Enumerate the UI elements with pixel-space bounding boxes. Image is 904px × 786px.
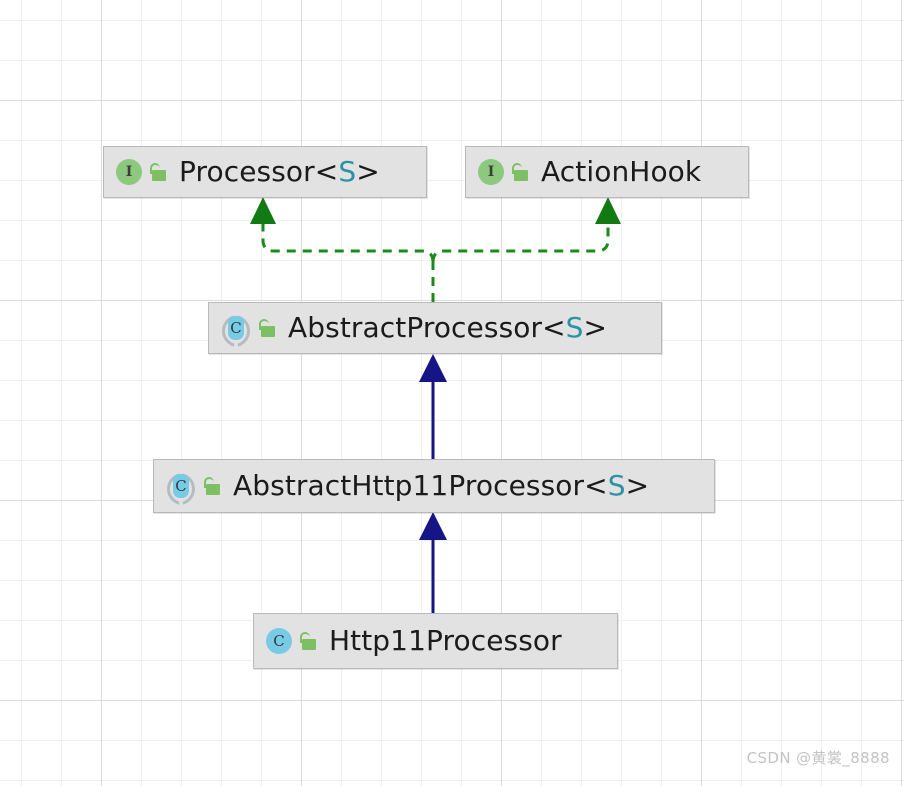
node-generic-close: >: [625, 469, 650, 502]
uml-node-actionhook[interactable]: I ActionHook: [465, 146, 749, 198]
node-generic-open: <: [314, 155, 339, 188]
realization-arrowhead-actionhook: [595, 197, 621, 224]
node-title-processor: Processor<S>: [179, 158, 380, 186]
abstract-class-plate: C: [228, 316, 244, 340]
node-icons-abstracthttp11processor: C: [166, 472, 221, 505]
generalization-arrowhead-2: [419, 512, 447, 540]
edge-abstractprocessor-realizes-interfaces: [250, 197, 621, 302]
node-name: Processor: [179, 155, 315, 188]
class-icon-glyph: C: [273, 631, 285, 650]
interface-icon-glyph: I: [125, 164, 133, 180]
node-title-abstractprocessor: AbstractProcessor<S>: [288, 314, 607, 342]
lock-body: [152, 170, 166, 181]
lock-body: [302, 639, 316, 650]
node-name: ActionHook: [541, 155, 702, 188]
lock-body: [514, 170, 528, 181]
node-title-abstracthttp11processor: AbstractHttp11Processor<S>: [233, 472, 649, 500]
node-title-http11processor: Http11Processor: [329, 627, 562, 655]
uml-node-abstracthttp11processor[interactable]: C AbstractHttp11Processor<S>: [153, 459, 715, 513]
unlocked-public-icon: [299, 631, 317, 651]
unlocked-public-icon: [258, 318, 276, 338]
lock-shackle: [259, 319, 269, 330]
node-generic-param: S: [338, 155, 357, 188]
node-icons-http11processor: C: [266, 628, 317, 654]
generalization-arrowhead-1: [419, 354, 447, 382]
edge-http11processor-extends-abstracthttp11processor: [419, 512, 447, 613]
lock-shackle: [150, 163, 160, 174]
realization-arrowhead-processor: [250, 197, 276, 224]
lock-shackle: [204, 477, 214, 488]
abstract-class-icon: C: [221, 314, 251, 347]
lock-body: [261, 326, 275, 337]
node-icons-processor: I: [116, 159, 167, 185]
node-generic-param: S: [565, 311, 584, 344]
unlocked-public-icon: [203, 476, 221, 496]
uml-node-http11processor[interactable]: C Http11Processor: [253, 613, 618, 669]
watermark-text: CSDN @黄裳_8888: [746, 749, 890, 767]
node-title-actionhook: ActionHook: [541, 158, 701, 186]
abstract-class-plate: C: [173, 474, 189, 498]
node-generic-open: <: [542, 311, 566, 344]
node-generic-close: >: [356, 155, 380, 188]
unlocked-public-icon: [511, 162, 529, 182]
node-generic-close: >: [583, 311, 608, 344]
interface-icon: I: [478, 159, 504, 185]
edge-abstracthttp11processor-extends-abstractprocessor: [419, 354, 447, 459]
lock-shackle: [512, 163, 522, 174]
abstract-class-icon-glyph: C: [230, 318, 242, 337]
node-name: AbstractProcessor: [288, 311, 543, 344]
node-name: AbstractHttp11Processor: [233, 469, 585, 502]
unlocked-public-icon: [149, 162, 167, 182]
node-icons-abstractprocessor: C: [221, 314, 276, 347]
abstract-class-icon-glyph: C: [175, 476, 187, 495]
interface-icon-glyph: I: [487, 164, 495, 180]
node-generic-param: S: [607, 469, 626, 502]
lock-body: [206, 484, 220, 495]
lock-shackle: [300, 632, 310, 643]
node-name: Http11Processor: [329, 624, 562, 657]
node-generic-open: <: [584, 469, 608, 502]
node-icons-actionhook: I: [478, 159, 529, 185]
realization-branch-left: [261, 222, 435, 263]
class-icon: C: [266, 628, 292, 654]
uml-node-abstractprocessor[interactable]: C AbstractProcessor<S>: [208, 302, 662, 354]
realization-branch-right: [431, 222, 610, 263]
uml-node-processor[interactable]: I Processor<S>: [103, 146, 427, 198]
abstract-class-icon: C: [166, 472, 196, 505]
interface-icon: I: [116, 159, 142, 185]
